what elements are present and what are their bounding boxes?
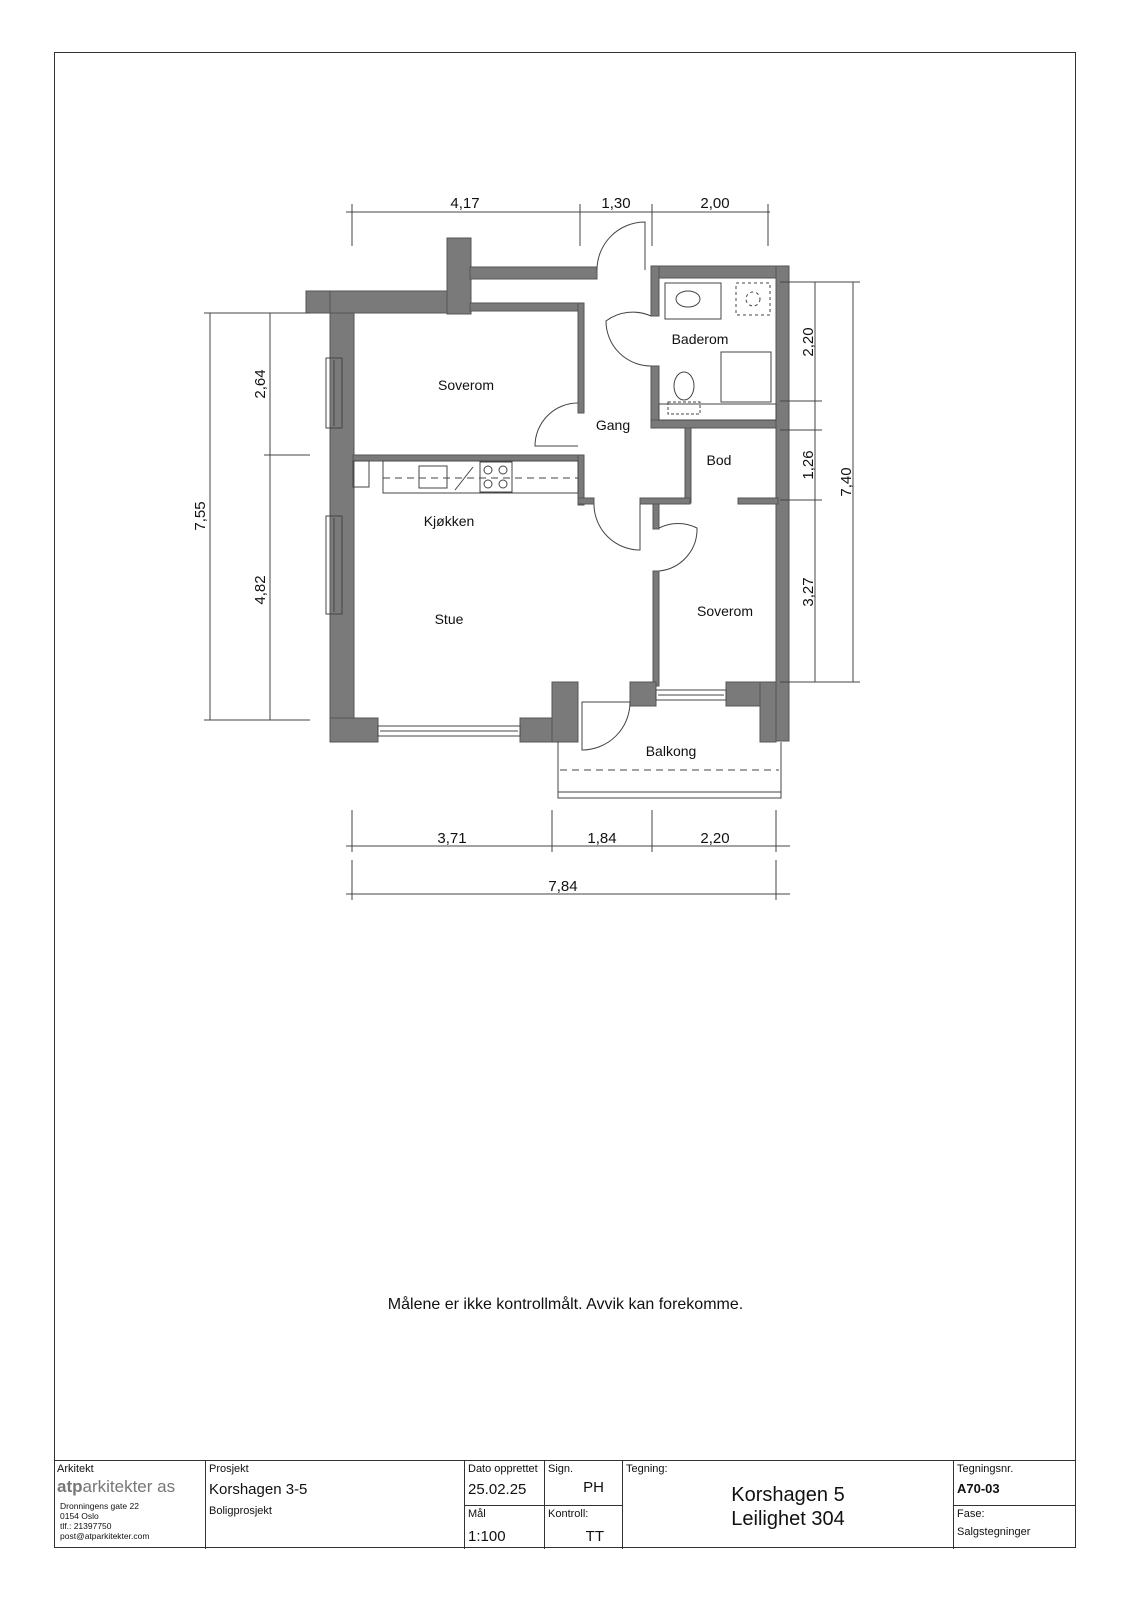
room-label-balkong: Balkong (646, 743, 697, 759)
title-block: Arkitekt atparkitekter as Dronningens ga… (54, 1460, 1076, 1549)
architect-cell: Arkitekt atparkitekter as Dronningens ga… (54, 1461, 206, 1549)
kitchen-counter (352, 460, 579, 494)
date-label: Dato opprettet (468, 1463, 538, 1475)
sign-control-cell: Sign. PH Kontroll: TT (545, 1461, 623, 1549)
dim-bottom-3: 2,20 (700, 830, 729, 847)
dim-left-1: 2,64 (252, 369, 269, 398)
dim-left-total: 7,55 (192, 501, 209, 530)
dim-bottom-total: 7,84 (548, 878, 577, 895)
control-value: TT (585, 1528, 604, 1545)
drawing-sheet-border (54, 52, 1076, 1548)
project-name: Korshagen 3-5 (209, 1481, 308, 1498)
bathroom-fixtures (658, 282, 777, 421)
dim-right-3: 3,27 (800, 577, 817, 606)
dim-top-1: 4,17 (450, 195, 479, 212)
room-label-soverom-2: Soverom (697, 603, 753, 619)
scale-label: Mål (468, 1508, 486, 1520)
room-label-stue: Stue (435, 611, 464, 627)
room-label-soverom-1: Soverom (438, 377, 494, 393)
dim-bottom-1: 3,71 (437, 830, 466, 847)
dim-right-2: 1,26 (800, 450, 817, 479)
date-value: 25.02.25 (468, 1481, 527, 1498)
project-label: Prosjekt (209, 1463, 249, 1475)
doors[interactable] (534, 221, 698, 751)
date-scale-cell: Dato opprettet 25.02.25 Mål 1:100 (465, 1461, 545, 1549)
windows (325, 357, 727, 737)
architect-logo: atparkitekter as (57, 1477, 176, 1496)
dim-right-1: 2,20 (800, 327, 817, 356)
scale-value: 1:100 (468, 1528, 506, 1545)
project-cell: Prosjekt Korshagen 3-5 Boligprosjekt (206, 1461, 465, 1549)
architect-label: Arkitekt (57, 1463, 94, 1475)
room-label-kjokken: Kjøkken (424, 513, 475, 529)
sign-value: PH (583, 1479, 604, 1496)
drawing-no-label: Tegningsnr. (957, 1463, 1014, 1475)
dim-right-total: 7,40 (838, 467, 855, 496)
project-type: Boligprosjekt (209, 1505, 272, 1517)
room-label-gang: Gang (596, 417, 630, 433)
disclaimer-text: Målene er ikke kontrollmålt. Avvik kan f… (387, 1296, 744, 1313)
dim-bottom-2: 1,84 (587, 830, 616, 847)
walls (305, 237, 790, 743)
drawing-no-value: A70-03 (957, 1481, 1000, 1496)
balcony (557, 742, 782, 799)
dimension-bottom: 3,71 1,84 2,20 7,84 (346, 810, 790, 900)
room-label-bod: Bod (707, 452, 732, 468)
drawing-number-cell: Tegningsnr. A70-03 Fase: Salgstegninger (954, 1461, 1076, 1549)
dimension-right: 2,20 1,26 3,27 7,40 (780, 281, 860, 683)
dimension-left: 2,64 4,82 7,55 (192, 312, 310, 721)
dim-left-2: 4,82 (252, 575, 269, 604)
sign-label: Sign. (548, 1463, 574, 1475)
drawing-label: Tegning: (626, 1463, 668, 1475)
dimension-top: 4,17 1,30 2,00 (346, 195, 770, 246)
dim-top-2: 1,30 (601, 195, 630, 212)
control-label: Kontroll: (548, 1508, 589, 1520)
room-label-baderom: Baderom (672, 331, 729, 347)
phase-value: Salgstegninger (957, 1526, 1031, 1538)
phase-label: Fase: (957, 1508, 985, 1520)
dim-top-3: 2,00 (700, 195, 729, 212)
